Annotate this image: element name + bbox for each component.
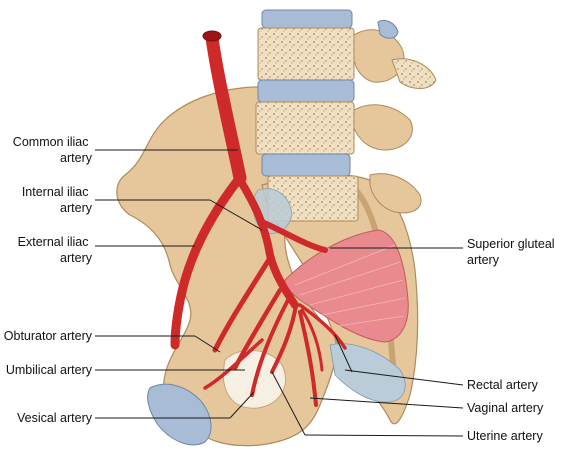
superior-gluteal-artery [259, 219, 328, 253]
label-common-iliac: Common iliac artery [13, 135, 93, 165]
label-rectal: Rectal artery [467, 378, 539, 392]
label-obturator: Obturator artery [4, 329, 93, 343]
muscle-fibers [294, 244, 406, 327]
label-uterine: Uterine artery [467, 429, 543, 443]
vaginal-artery [298, 310, 318, 407]
common-iliac-artery [205, 31, 247, 185]
label-superior-gluteal: Superior gluteal artery [467, 237, 558, 267]
piriformis-muscle [284, 229, 409, 343]
label-vesical: Vesical artery [17, 411, 93, 425]
uterine-artery [270, 303, 298, 374]
leader-lines [95, 149, 464, 437]
label-internal-iliac: Internal iliac artery [22, 185, 93, 215]
label-umbilical: Umbilical artery [6, 363, 93, 377]
internal-iliac-artery [236, 176, 299, 309]
obturator-artery [212, 255, 273, 353]
spinous-processes [353, 19, 437, 214]
label-vaginal: Vaginal artery [467, 401, 544, 415]
vesical-artery [250, 298, 290, 397]
lumbar-vertebrae [255, 9, 359, 222]
common-iliac-cut-end [202, 30, 222, 42]
label-external-iliac: External iliac artery [18, 235, 93, 265]
pubic-symphysis [147, 383, 212, 446]
rectal-artery [298, 303, 347, 350]
